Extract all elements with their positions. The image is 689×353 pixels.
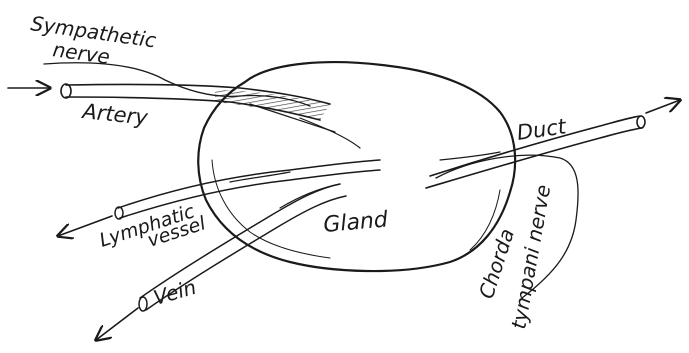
vein-outflow-arrow	[96, 308, 138, 340]
lymphatic-vessel	[115, 160, 380, 219]
label-gland: Gland	[322, 207, 390, 238]
label-duct: Duct	[515, 114, 568, 145]
duct-outflow-arrow	[646, 100, 680, 113]
label-tympani-nerve: tympani nerve	[506, 183, 555, 331]
label-vein: Vein	[151, 275, 199, 310]
label-artery: Artery	[79, 99, 149, 130]
chorda-tympani-nerve	[436, 155, 578, 298]
